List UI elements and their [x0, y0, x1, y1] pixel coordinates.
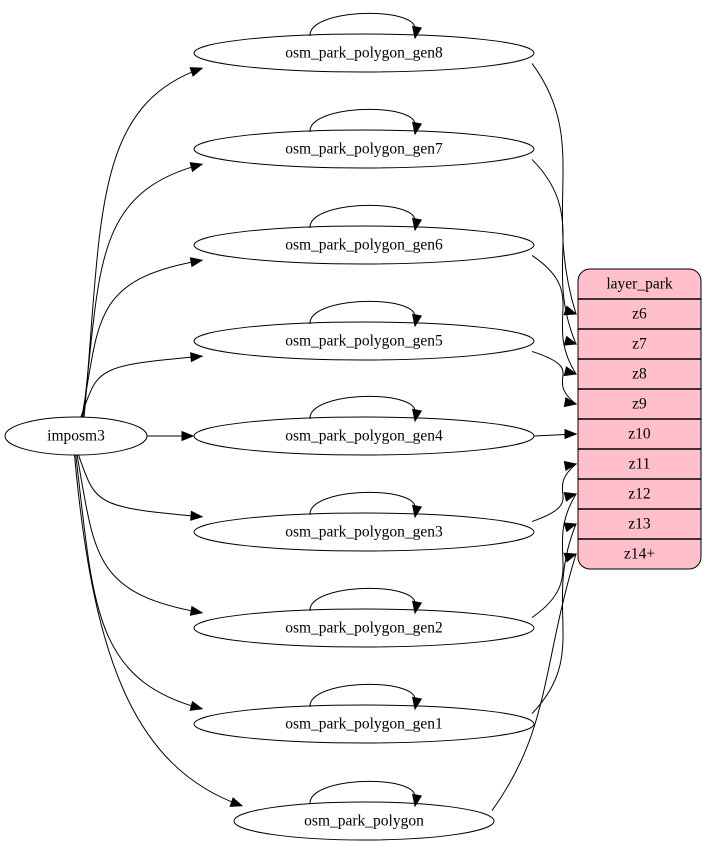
edge-arrowhead [189, 257, 204, 268]
edge-arrowhead [189, 67, 204, 77]
self-loop-osm_park_polygon_gen8[interactable] [309, 12, 416, 37]
node-label-imposm3: imposm3 [47, 428, 105, 445]
table-row-z10[interactable] [578, 419, 701, 449]
self-loop-osm_park_polygon_gen4[interactable] [309, 395, 416, 420]
edge-osm_park_polygon_gen5-to-z9[interactable] [531, 350, 577, 405]
node-label-osm_park_polygon: osm_park_polygon [304, 813, 424, 830]
table-row-z11[interactable] [578, 449, 701, 479]
edge-imposm3-to-osm_park_polygon_gen5[interactable] [79, 355, 203, 419]
edge-osm_park_polygon_gen3-to-z11[interactable] [531, 463, 577, 523]
node-osm_park_polygon_gen1[interactable] [193, 704, 535, 744]
table-row-label-z7[interactable]: z7 [632, 336, 647, 353]
table-row-z14plus[interactable] [578, 539, 701, 569]
edges-layer [73, 12, 578, 811]
node-osm_park_polygon[interactable] [233, 801, 495, 841]
table-row-label-z12[interactable]: z12 [628, 486, 650, 503]
table-row-label-z9[interactable]: z9 [632, 396, 647, 413]
edge-imposm3-to-osm_park_polygon[interactable] [73, 453, 243, 807]
edge-arrowhead [563, 335, 578, 346]
node-osm_park_polygon_gen4[interactable] [193, 416, 535, 456]
edge-arrowhead [564, 428, 578, 440]
node-osm_park_polygon_gen7[interactable] [193, 129, 535, 169]
edge-arrowhead [181, 430, 195, 442]
edge-imposm3-to-osm_park_polygon_gen1[interactable] [75, 453, 203, 710]
table-row-z13[interactable] [578, 509, 701, 539]
edge-arrowhead [189, 162, 204, 173]
table-row-label-z14plus[interactable]: z14+ [624, 546, 655, 563]
edge-osm_park_polygon_gen1-to-z13[interactable] [531, 523, 577, 714]
edge-arrowhead [189, 700, 204, 711]
edge-arrowhead [563, 366, 578, 377]
node-label-osm_park_polygon_gen4: osm_park_polygon_gen4 [285, 428, 443, 445]
table-row-z9[interactable] [578, 389, 701, 419]
node-osm_park_polygon_gen8[interactable] [193, 33, 535, 73]
table-layer: layer_park z6 z7 z8 z9 z10 z11 z12 z13 z14+ [577, 268, 702, 570]
edge-imposm3-to-osm_park_polygon_gen8[interactable] [83, 67, 203, 419]
node-osm_park_polygon_gen6[interactable] [193, 225, 535, 265]
edge-osm_park_polygon_gen6-to-z8[interactable] [531, 255, 577, 375]
edge-osm_park_polygon_gen7-to-z7[interactable] [531, 159, 577, 345]
edge-arrowhead [229, 797, 244, 807]
edge-arrowhead [563, 397, 578, 408]
node-label-osm_park_polygon_gen1: osm_park_polygon_gen1 [285, 716, 443, 733]
edge-osm_park_polygon_gen2-to-z12[interactable] [531, 493, 577, 618]
table-row-label-z13[interactable]: z13 [628, 516, 651, 533]
edge-osm_park_polygon_gen8-to-z6[interactable] [531, 63, 577, 315]
node-label-osm_park_polygon_gen2: osm_park_polygon_gen2 [285, 620, 443, 637]
node-label-osm_park_polygon_gen8: osm_park_polygon_gen8 [285, 45, 443, 62]
node-label-osm_park_polygon_gen6: osm_park_polygon_gen6 [285, 237, 443, 254]
self-loop-osm_park_polygon_gen1[interactable] [309, 683, 416, 708]
self-loop-osm_park_polygon_gen6[interactable] [309, 204, 416, 229]
table-row-z6[interactable] [578, 299, 701, 329]
node-label-osm_park_polygon_gen3: osm_park_polygon_gen3 [285, 524, 443, 541]
edge-arrowhead [563, 552, 578, 563]
edge-imposm3-to-osm_park_polygon_gen6[interactable] [81, 259, 203, 419]
self-loop-osm_park_polygon_gen3[interactable] [309, 491, 416, 516]
edge-arrowhead [563, 460, 578, 472]
self-loop-osm_park_polygon_gen2[interactable] [309, 587, 416, 612]
table-row-label-z11[interactable]: z11 [629, 456, 651, 473]
edge-arrowhead [190, 352, 204, 363]
node-label-osm_park_polygon_gen5: osm_park_polygon_gen5 [285, 333, 443, 350]
node-label-osm_park_polygon_gen7: osm_park_polygon_gen7 [285, 141, 443, 158]
table-row-label-z10[interactable]: z10 [628, 426, 651, 443]
self-loop-osm_park_polygon_gen5[interactable] [309, 300, 416, 325]
table-row-z7[interactable] [578, 329, 701, 359]
self-loop-osm_park_polygon[interactable] [309, 780, 416, 805]
self-loop-osm_park_polygon_gen7[interactable] [309, 108, 416, 133]
edge-arrowhead [189, 605, 204, 616]
table-row-label-z8[interactable]: z8 [632, 366, 647, 383]
node-osm_park_polygon_gen3[interactable] [193, 512, 535, 552]
edge-imposm3-to-osm_park_polygon_gen2[interactable] [76, 453, 203, 614]
edge-arrowhead [563, 491, 578, 502]
edge-osm_park_polygon-to-z14+[interactable] [491, 553, 577, 811]
node-imposm3[interactable] [4, 416, 148, 456]
edge-imposm3-to-osm_park_polygon_gen7[interactable] [82, 163, 203, 419]
edge-arrowhead [190, 510, 204, 521]
node-osm_park_polygon_gen5[interactable] [193, 321, 535, 361]
nodes-layer: imposm3 osm_park_polygon_gen8 osm_park_pol… [4, 33, 535, 841]
edge-imposm3-to-osm_park_polygon_gen3[interactable] [77, 453, 203, 518]
table-header-label: layer_park [606, 276, 673, 293]
table-row-z8[interactable] [578, 359, 701, 389]
node-osm_park_polygon_gen2[interactable] [193, 608, 535, 648]
table-row-label-z6[interactable]: z6 [632, 306, 647, 323]
edge-arrowhead [563, 522, 578, 533]
table-row-z12[interactable] [578, 479, 701, 509]
